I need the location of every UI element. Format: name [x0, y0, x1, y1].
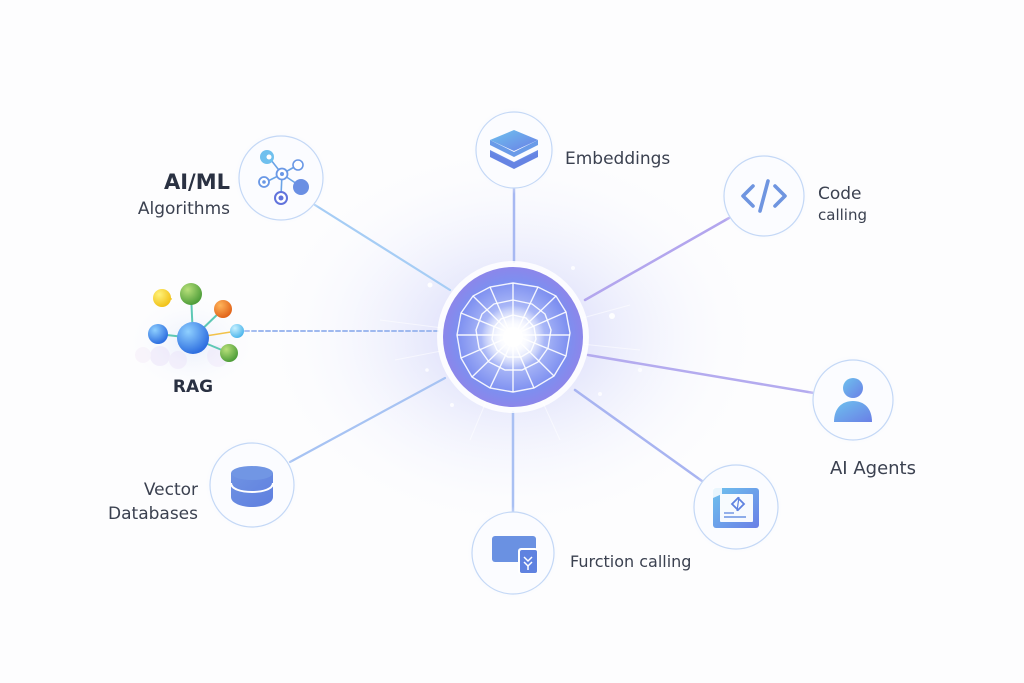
node-code-calling-button[interactable] — [724, 156, 804, 236]
ai-core-hub — [437, 261, 589, 413]
node-code-calling — [718, 150, 810, 242]
user-person-icon — [834, 378, 872, 422]
label-ai-ml-subtitle: Algorithms — [137, 199, 230, 219]
node-rag-button[interactable] — [145, 282, 245, 364]
sparkles — [425, 266, 643, 407]
molecule-spheres-icon — [148, 283, 244, 362]
node-vector-databases — [204, 437, 300, 533]
label-rag: RAG — [172, 377, 214, 397]
hub-core-button[interactable] — [437, 261, 589, 413]
node-ai-agents-button[interactable] — [813, 360, 893, 440]
node-ai-agents — [807, 354, 899, 446]
node-ai-ml-button[interactable] — [239, 136, 323, 220]
node-function-calling-button[interactable] — [472, 512, 554, 594]
label-code-calling-title: Code — [818, 184, 862, 204]
node-embeddings — [470, 106, 558, 194]
hub-center-point — [503, 327, 523, 347]
node-ai-ml — [233, 130, 329, 226]
window-function-icon — [492, 536, 538, 574]
connectors — [244, 186, 816, 514]
layers-stack-icon — [490, 130, 538, 169]
node-function-calling — [466, 506, 560, 600]
label-embeddings: Embeddings — [565, 149, 671, 169]
rag-haze-bubbles — [135, 345, 229, 369]
code-document-icon — [713, 488, 759, 528]
node-code-document-button[interactable] — [694, 465, 778, 549]
database-cylinder-icon — [230, 466, 274, 507]
node-vector-databases-button[interactable] — [210, 443, 294, 527]
label-function-calling: Furction calling — [570, 552, 692, 571]
connector-ai-agents — [586, 353, 816, 395]
connector-code-document — [573, 388, 704, 483]
label-vector-databases-title: Vector — [143, 480, 198, 500]
node-rag — [122, 283, 262, 390]
label-code-calling-subtitle: calling — [818, 206, 867, 224]
connector-vector-databases — [288, 376, 447, 464]
node-embeddings-button[interactable] — [476, 112, 552, 188]
label-ai-agents: AI Agents — [829, 458, 916, 479]
label-ai-ml-title: AI/ML — [163, 170, 230, 194]
label-vector-databases-subtitle: Databases — [108, 504, 198, 524]
node-code-document — [688, 459, 784, 555]
connector-code-calling — [583, 216, 731, 302]
connector-ai-ml — [313, 203, 452, 292]
network-graph-icon — [258, 150, 309, 205]
code-brackets-icon — [741, 179, 787, 213]
